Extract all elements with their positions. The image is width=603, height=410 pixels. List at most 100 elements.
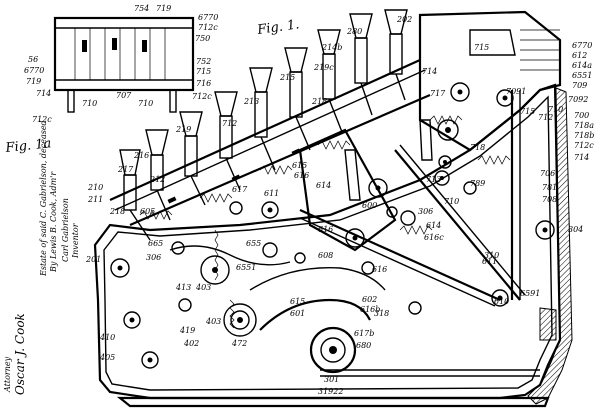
numeral: 616: [318, 225, 333, 234]
numeral: 754: [134, 4, 149, 13]
numeral: 713: [426, 175, 441, 184]
fig-1-label: Fig. 1.: [255, 17, 300, 38]
side-text: Inventor Carl Gabrielson By Lewis B. Coo…: [3, 120, 80, 395]
numeral: 715: [474, 43, 489, 52]
key-stem: [214, 91, 241, 191]
numeral: 615: [292, 161, 307, 170]
numeral: 202: [396, 15, 412, 24]
numeral: 6770: [572, 41, 592, 50]
numeral: 715: [196, 67, 211, 76]
fig-1a-label: Fig. 1a: [4, 136, 52, 156]
numeral: 616b: [360, 305, 380, 314]
numeral: 714: [422, 67, 437, 76]
key-stem: [317, 29, 343, 133]
numeral: 605: [140, 207, 155, 216]
numeral: 219: [175, 125, 191, 134]
numeral: 318: [374, 309, 389, 318]
numeral: 617b: [354, 329, 374, 338]
numeral: 718a: [574, 121, 594, 130]
numeral: 611: [482, 257, 497, 266]
numeral: 213: [243, 97, 259, 106]
numeral: 601: [290, 309, 305, 318]
numeral: 306: [418, 207, 433, 216]
numeral: 612: [572, 51, 587, 60]
numeral: 611: [264, 189, 279, 198]
numeral: 472: [231, 339, 247, 348]
numeral: 707: [116, 91, 132, 100]
numeral: 419: [179, 326, 195, 335]
assignor-line-1: By Lewis B. Cook, Adm'r: [49, 171, 58, 273]
numeral: 712c: [192, 92, 212, 101]
numeral: 665: [148, 239, 163, 248]
numeral: 215: [279, 73, 295, 82]
numeral: 714: [36, 89, 51, 98]
numeral: 712c: [32, 115, 52, 124]
numeral: 712: [222, 119, 237, 128]
numeral: 614: [426, 221, 441, 230]
numeral: 706: [540, 169, 555, 178]
numeral: 280: [346, 27, 362, 36]
numeral: 655: [246, 239, 261, 248]
numeral: 212: [149, 175, 165, 184]
numeral: 306: [146, 253, 161, 262]
numeral: 617: [232, 185, 248, 194]
numeral: 708: [542, 195, 557, 204]
machine-frame: [93, 10, 573, 408]
numeral: 715: [520, 107, 535, 116]
numeral: 781: [542, 183, 557, 192]
numeral: 6770: [24, 66, 44, 75]
numeral: 304: [568, 225, 583, 234]
numeral: 405: [99, 353, 115, 362]
attorney-role: Attorney: [3, 356, 12, 393]
numeral: 403: [205, 317, 221, 326]
reference-numerals: 754 719 6770 712c 750 56 6770 719 714 71…: [24, 4, 594, 396]
numeral: 616c: [424, 233, 444, 242]
figure-titles: Fig. 1. Fig. 1a: [4, 17, 300, 156]
numeral: 710: [82, 99, 97, 108]
numeral: 608: [318, 251, 333, 260]
numeral: 218: [311, 97, 327, 106]
numeral: 214b: [321, 43, 342, 52]
inventor-heading: Inventor: [71, 222, 80, 259]
numeral: 6551: [572, 71, 592, 80]
key-stem: [349, 13, 373, 116]
numeral: 710: [548, 105, 563, 114]
numeral: 752: [196, 57, 211, 66]
key-stem: [284, 47, 311, 151]
key-stem: [145, 129, 171, 221]
inset-figure: [53, 16, 195, 113]
numeral: 600: [362, 201, 377, 210]
numeral: 56: [28, 55, 38, 64]
numeral: 403: [195, 283, 211, 292]
numeral: 210: [87, 183, 103, 192]
numeral: 211: [87, 195, 103, 204]
numeral: 789: [470, 179, 485, 188]
numeral: 31922: [318, 387, 343, 396]
numeral: 310: [484, 251, 499, 260]
numeral: 714: [574, 153, 589, 162]
attorney-signature: Oscar J. Cook: [13, 313, 27, 395]
numeral: 718: [470, 143, 485, 152]
key-stem: [249, 67, 276, 171]
numeral: 219c: [313, 63, 334, 72]
numeral: 610: [494, 297, 509, 306]
numeral: 716: [196, 79, 211, 88]
numeral: 750: [195, 34, 210, 43]
numeral: 301: [324, 375, 339, 384]
numeral: 217: [117, 165, 134, 174]
numeral: 710: [138, 99, 153, 108]
numeral: 719: [26, 77, 41, 86]
numeral: 614: [316, 181, 331, 190]
numeral: 616: [294, 171, 309, 180]
numeral: 717: [430, 89, 446, 98]
numeral: 218: [109, 207, 125, 216]
numeral: 614a: [572, 61, 592, 70]
numeral: 201: [85, 255, 101, 264]
numeral: 710: [444, 197, 459, 206]
numeral: 6770: [198, 13, 218, 22]
numeral: 718b: [574, 131, 594, 140]
numeral: 719: [156, 4, 171, 13]
numeral: 602: [362, 295, 377, 304]
key-stem: [384, 9, 408, 101]
